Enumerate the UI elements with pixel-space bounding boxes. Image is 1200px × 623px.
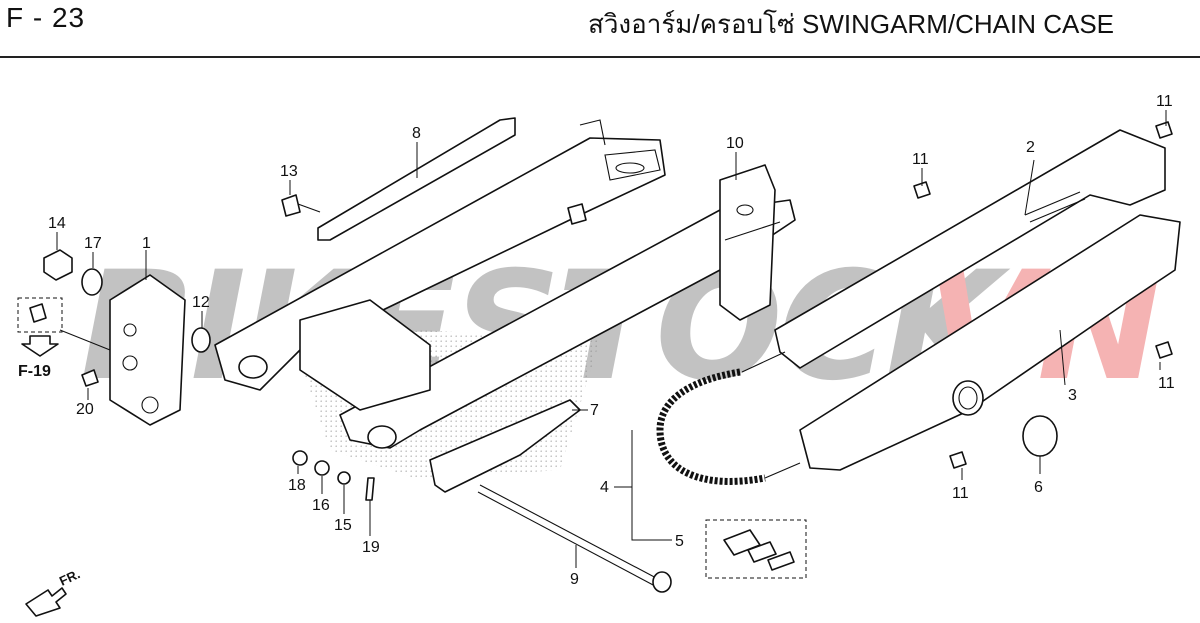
callout-4: 4	[600, 479, 609, 496]
callout-20: 20	[76, 401, 94, 418]
part-6-cap	[1022, 415, 1058, 457]
callout-11: 11	[1156, 93, 1173, 110]
callout-15: 15	[334, 517, 352, 534]
callout-16: 16	[312, 497, 330, 514]
callout-14: 14	[48, 215, 66, 232]
part-1-cover	[109, 274, 186, 426]
callout-1: 1	[142, 235, 151, 252]
callout-13: 13	[280, 163, 298, 180]
figure-title: สวิงอาร์ม/ครอบโซ่ SWINGARM/CHAIN CASE	[587, 9, 1114, 39]
part-2-chain-case-upper	[774, 129, 1166, 369]
front-direction: FR.	[25, 566, 82, 617]
front-label: FR.	[57, 566, 82, 588]
part-3-chain-case-lower	[799, 214, 1181, 471]
part-4-chain	[656, 351, 801, 485]
callout-11: 11	[952, 485, 969, 502]
callout-10: 10	[726, 135, 744, 152]
figure-code: F - 23	[6, 2, 86, 33]
part-7-slider	[429, 399, 581, 493]
callout-11: 11	[1158, 375, 1175, 392]
part-5-box	[705, 519, 807, 579]
callout-17: 17	[84, 235, 102, 252]
header-bar: F - 23 สวิงอาร์ม/ครอบโซ่ SWINGARM/CHAIN …	[0, 0, 1200, 58]
callout-2: 2	[1026, 139, 1035, 156]
ref-arrow-icon	[21, 335, 59, 357]
callout-8: 8	[412, 125, 421, 142]
callout-7: 7	[590, 402, 599, 419]
callout-9: 9	[570, 571, 579, 588]
callout-6: 6	[1034, 479, 1043, 496]
swingarm	[214, 119, 796, 449]
ref-label: F-19	[18, 363, 51, 380]
leader-lines	[56, 110, 1167, 568]
part-9-axle	[477, 484, 672, 593]
callout-18: 18	[288, 477, 306, 494]
part-8-plate	[317, 117, 516, 241]
callout-19: 19	[362, 539, 380, 556]
callout-11: 11	[912, 151, 929, 168]
part-5-joint	[723, 529, 795, 571]
ref-box	[17, 297, 63, 333]
front-arrow-icon	[25, 587, 67, 617]
bolts-11	[913, 121, 1173, 469]
part-number-labels: 11 11 11 11 2 3 10 8 13 14 17 1 12 20 7 …	[48, 93, 1175, 588]
callout-5: 5	[675, 533, 684, 550]
callout-12: 12	[192, 294, 210, 311]
small-hardware	[29, 249, 375, 501]
parts-diagram: BIKESTOCK VN	[17, 93, 1181, 617]
part-13-bolt	[281, 194, 321, 217]
callout-3: 3	[1068, 387, 1077, 404]
